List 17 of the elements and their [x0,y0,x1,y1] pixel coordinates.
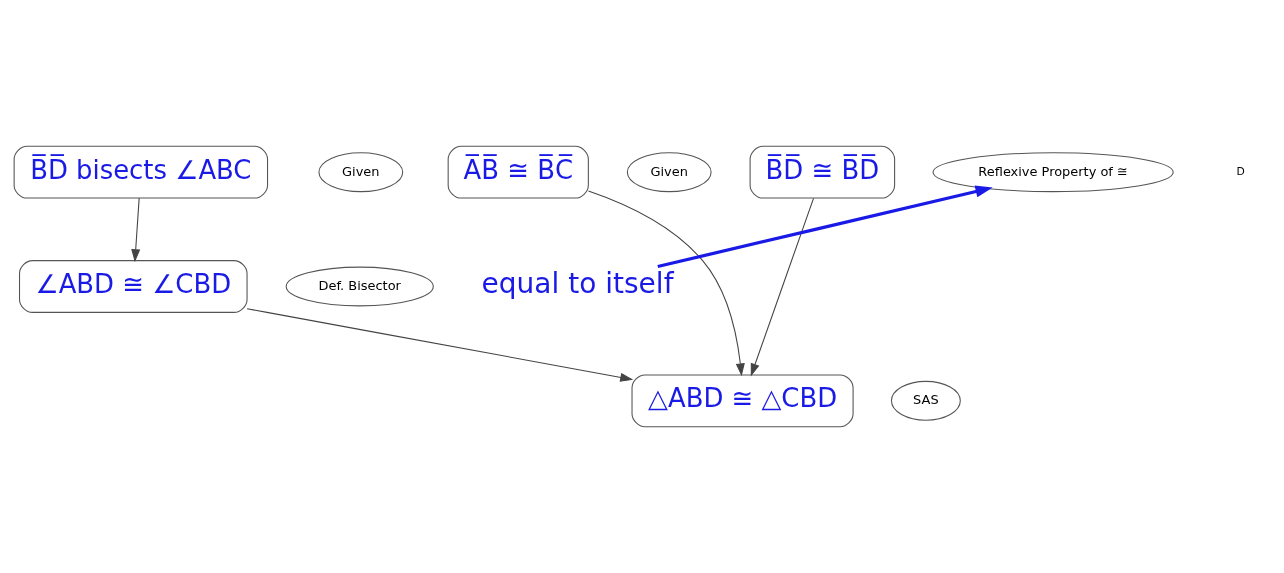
label: D [1236,164,1245,178]
node-ellipse: Given [318,152,404,193]
node-box: B̅D̅ bisects ∠ABC [13,145,269,199]
arrow [657,185,993,269]
arrow [246,308,634,382]
node-box: B̅D̅ ≅ B̅D̅ [749,145,896,199]
node-text: equal to itself [481,267,674,301]
node-ellipse: SAS [890,380,961,421]
node-box: A̅B̅ ≅ B̅C̅ [447,145,589,199]
node-ellipse: Reflexive Property of ≅ [932,152,1174,193]
node-box: ∠ABD ≅ ∠CBD [19,260,248,313]
arrow [587,190,745,377]
arrow [131,197,141,263]
node-box: △ABD ≅ △CBD [631,374,854,428]
node-ellipse: Def. Bisector [285,266,434,307]
arrow [750,197,815,377]
node-ellipse: Given [626,152,712,193]
